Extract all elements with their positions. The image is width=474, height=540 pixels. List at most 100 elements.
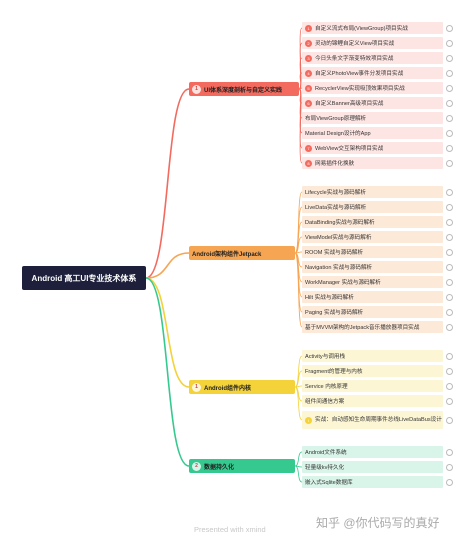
collapse-icon[interactable]: [446, 293, 453, 301]
footer-credit: Presented with xmind: [194, 525, 266, 534]
number-icon: 8: [305, 159, 312, 167]
collapse-icon[interactable]: [446, 397, 453, 405]
collapse-icon[interactable]: [446, 323, 453, 331]
branch-label: Android架构组件Jetpack: [192, 251, 262, 258]
leaf-label: Navigation 实战与源码解析: [305, 265, 373, 271]
collapse-icon[interactable]: [446, 367, 453, 375]
collapse-icon[interactable]: [446, 69, 453, 77]
leaf-node[interactable]: Service 内核原理: [302, 380, 443, 392]
leaf-node[interactable]: Activity与调用栈: [302, 350, 443, 362]
connector: [145, 252, 190, 279]
collapse-icon[interactable]: [446, 188, 453, 196]
leaf-node[interactable]: WorkManager 实战与源码解析: [302, 276, 443, 288]
leaf-label: Activity与调用栈: [305, 354, 346, 360]
leaf-node[interactable]: Fragment的管理与内核: [302, 365, 443, 377]
collapse-icon[interactable]: [446, 248, 453, 256]
collapse-icon[interactable]: [446, 448, 453, 456]
collapse-icon[interactable]: [446, 114, 453, 122]
collapse-icon[interactable]: [446, 218, 453, 226]
leaf-label: 自定义PhotoView事件分发项目实战: [315, 71, 404, 77]
leaf-label: Paging 实战与源码解析: [305, 310, 364, 316]
branch-label: UI体系深度剖析与自定义实践: [204, 87, 283, 94]
leaf-node[interactable]: Android文件系统: [302, 446, 443, 458]
leaf-node[interactable]: Hilt 实战与源码解析: [302, 291, 443, 303]
leaf-label: Fragment的管理与内核: [305, 369, 363, 375]
branch-node[interactable]: Android架构组件Jetpack: [189, 246, 295, 260]
leaf-label: Lifecycle实战与源码解析: [305, 190, 366, 196]
leaf-node[interactable]: Navigation 实战与源码解析: [302, 261, 443, 273]
branch-label: 数据持久化: [204, 464, 235, 471]
leaf-node[interactable]: 轻量级kv持久化: [302, 461, 443, 473]
collapse-icon[interactable]: [446, 478, 453, 486]
collapse-icon[interactable]: [446, 416, 453, 424]
collapse-icon[interactable]: [446, 159, 453, 167]
leaf-label: Android文件系统: [305, 450, 347, 456]
leaf-label: Service 内核原理: [305, 384, 348, 390]
leaf-node[interactable]: LiveData实战与源码解析: [302, 201, 443, 213]
leaf-label: 组件间通信方案: [305, 399, 345, 405]
leaf-node[interactable]: 嵌入式Sqlite数据库: [302, 476, 443, 488]
collapse-icon[interactable]: [446, 233, 453, 241]
leaf-node[interactable]: 布局ViewGroup原理解析: [302, 112, 443, 124]
collapse-icon[interactable]: [446, 203, 453, 211]
collapse-icon[interactable]: [446, 463, 453, 471]
collapse-icon[interactable]: [446, 352, 453, 360]
watermark: 知乎 @你代码写的真好: [316, 516, 440, 530]
collapse-icon[interactable]: [446, 24, 453, 32]
leaf-label: RecyclerView实现吸顶效果项目实战: [315, 86, 405, 92]
connector: [145, 277, 190, 388]
number-icon: 5: [305, 84, 312, 92]
number-icon: 3: [305, 54, 312, 62]
collapse-icon[interactable]: [446, 54, 453, 62]
leaf-label: ViewModel实战与源码解析: [305, 235, 372, 241]
leaf-node[interactable]: Paging 实战与源码解析: [302, 306, 443, 318]
leaf-node[interactable]: Lifecycle实战与源码解析: [302, 186, 443, 198]
connector: [294, 370, 303, 388]
collapse-icon[interactable]: [446, 308, 453, 316]
leaf-node[interactable]: DataBinding实战与源码解析: [302, 216, 443, 228]
number-icon: 6: [305, 99, 312, 107]
collapse-icon[interactable]: [446, 263, 453, 271]
connector: [294, 252, 303, 328]
leaf-node[interactable]: 基于MVVM架构的Jetpack音乐播放器项目实战: [302, 321, 443, 333]
collapse-icon[interactable]: [446, 129, 453, 137]
leaf-label: DataBinding实战与源码解析: [305, 220, 375, 226]
leaf-label: 网易插件化换肤: [315, 161, 355, 167]
leaf-label: 轻量级kv持久化: [305, 465, 345, 471]
number-icon: 2: [305, 39, 312, 47]
collapse-icon[interactable]: [446, 84, 453, 92]
collapse-icon[interactable]: [446, 382, 453, 390]
connector: [298, 88, 303, 164]
collapse-icon[interactable]: [446, 99, 453, 107]
leaf-node[interactable]: Material Design设计的App: [302, 127, 443, 139]
collapse-icon[interactable]: [446, 144, 453, 152]
collapse-icon[interactable]: [446, 278, 453, 286]
priority-icon: 2: [192, 461, 201, 471]
leaf-label: 自定义Banner高级项目实战: [315, 101, 384, 107]
root-node[interactable]: Android 高工UI专业技术体系: [22, 266, 146, 290]
connector: [294, 451, 303, 467]
branch-label: Android组件内核: [204, 385, 251, 392]
connector: [294, 465, 303, 483]
collapse-icon[interactable]: [446, 39, 453, 47]
leaf-label: 灵动的锦鲤自定义View项目实战: [315, 41, 395, 47]
priority-icon: 1: [192, 84, 201, 94]
leaf-node[interactable]: ROOM 实战与源码解析: [302, 246, 443, 258]
number-icon: 7: [305, 144, 312, 152]
leaf-label: Material Design设计的App: [305, 131, 371, 137]
leaf-node[interactable]: 组件间通信方案: [302, 395, 443, 407]
leaf-node[interactable]: ViewModel实战与源码解析: [302, 231, 443, 243]
